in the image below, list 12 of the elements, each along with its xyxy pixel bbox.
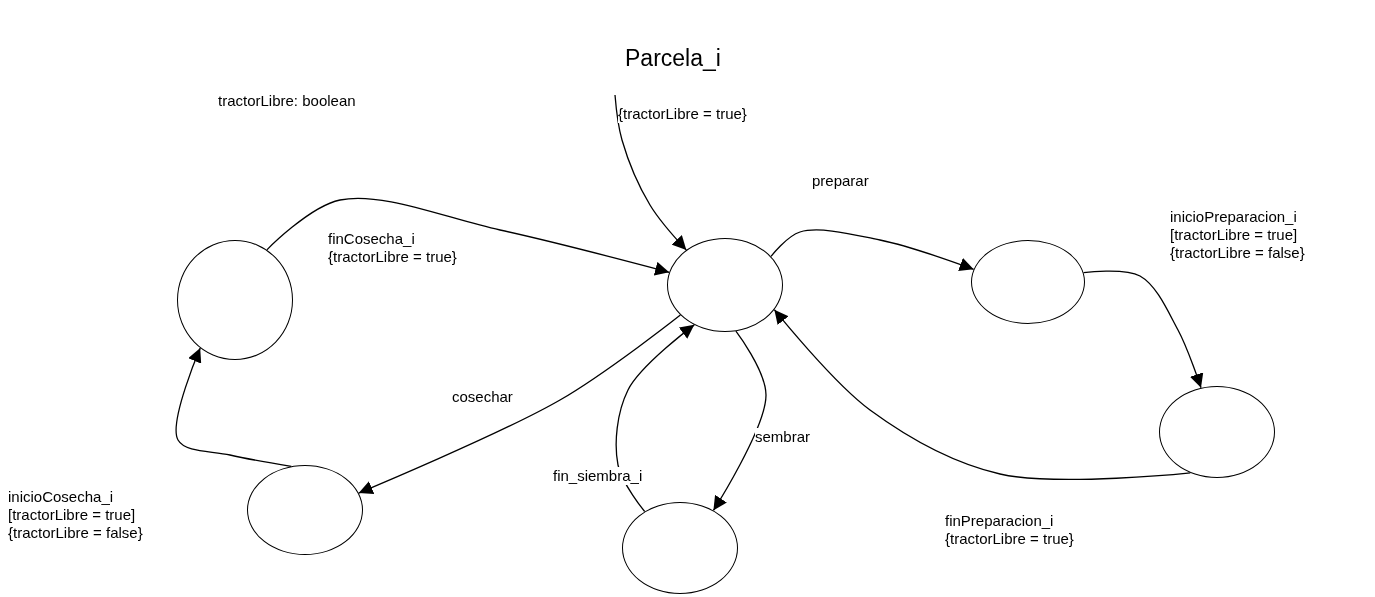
transition-arrow: [1082, 270, 1204, 389]
transition-arrow: [712, 330, 767, 512]
transition-arrow: [266, 197, 670, 276]
transition-arrow: [358, 314, 681, 495]
transition-arrow: [175, 347, 292, 467]
edge-label: {tractorLibre = true}: [618, 105, 747, 123]
transition-arrow: [770, 229, 975, 272]
transition-arrow: [773, 309, 1191, 481]
transition-arrow: [614, 94, 687, 251]
state-ellipse: [667, 238, 783, 332]
edge-label: fin_siembra_i: [553, 467, 643, 485]
transition-arrow: [615, 324, 695, 513]
